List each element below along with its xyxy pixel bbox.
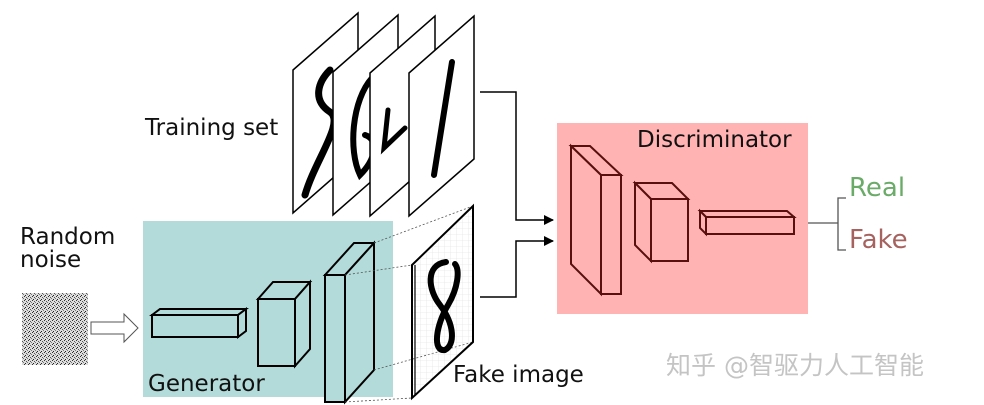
watermark: 知乎 @智驱力人工智能 (666, 351, 924, 380)
training-set-pages (292, 11, 475, 218)
fake-output-label: Fake (849, 225, 908, 255)
real-data-arrow (480, 91, 554, 225)
training-page-4 (408, 14, 475, 218)
discriminator-layer-cube (632, 180, 691, 264)
training-set-label: Training set (144, 115, 278, 141)
random-noise-label-line1: Random (20, 224, 115, 250)
discriminator-layer-dense (697, 208, 797, 237)
noise-image (22, 293, 88, 365)
input-arrow-icon (90, 312, 139, 344)
discriminator-layer-slab (568, 143, 624, 297)
generator-label: Generator (148, 371, 265, 397)
fake-image-label: Fake image (453, 362, 584, 388)
random-noise-label-line2: noise (20, 247, 81, 273)
discriminator-label: Discriminator (637, 127, 792, 153)
fake-image-plane (411, 203, 474, 401)
real-output-label: Real (849, 173, 905, 203)
fake-data-arrow (480, 236, 554, 298)
generator-layer-cube (255, 279, 313, 369)
generator-layer-slab (322, 240, 377, 405)
generator-layer-dense (149, 307, 249, 339)
output-branch (808, 197, 846, 251)
